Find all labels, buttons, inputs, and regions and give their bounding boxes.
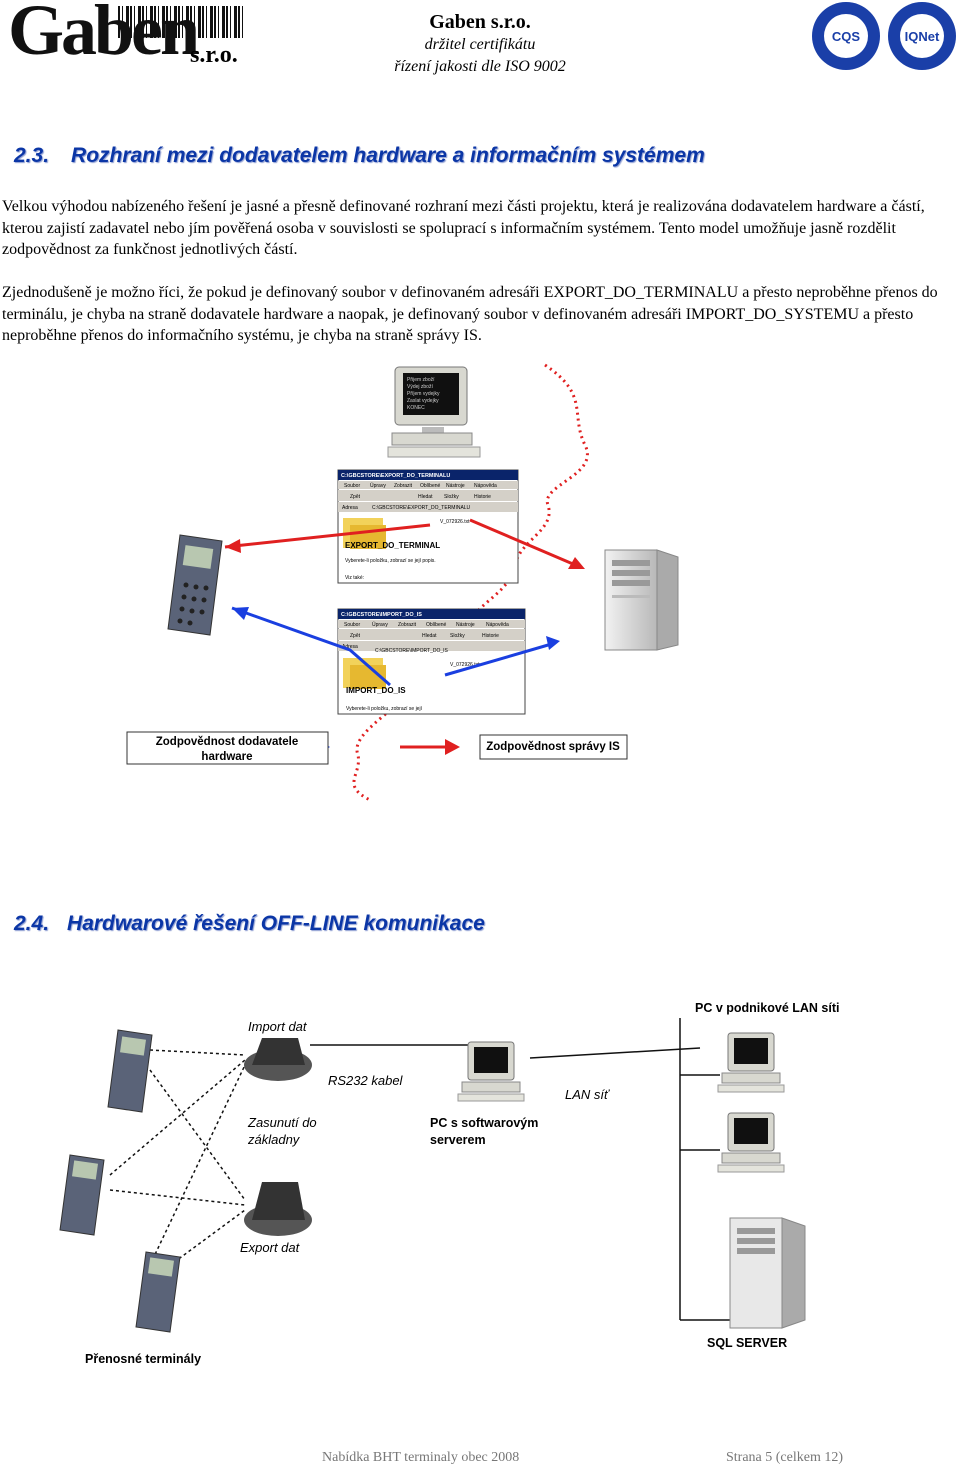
export-folder-label: EXPORT_DO_TERMINAL bbox=[345, 541, 440, 550]
interface-diagram: Přijem zboží Výdej zboží Příjem vydejky … bbox=[126, 363, 679, 802]
menu-item: Soubor bbox=[344, 483, 360, 489]
section-number: 2.3. bbox=[14, 144, 50, 167]
menu-item: Nástroje bbox=[446, 483, 465, 489]
section-title: Hardwarové řešení OFF-LINE komunikace bbox=[67, 912, 485, 935]
iso-line: řízení jakosti dle ISO 9002 bbox=[394, 58, 566, 75]
export-window-title: C:\GBCSTORE\EXPORT_DO_TERMINALU bbox=[341, 473, 450, 479]
import-label: Import dat bbox=[248, 1019, 308, 1034]
toolbar-history: Historie bbox=[474, 494, 491, 500]
toolbar-history: Historie bbox=[482, 633, 499, 639]
hardware-responsibility-line1: Zodpovědnost dodavatele bbox=[156, 736, 299, 748]
file-name: V_072926.txt bbox=[450, 662, 480, 668]
see-also: Viz také: bbox=[345, 575, 364, 581]
logo-suffix: s.r.o. bbox=[190, 42, 238, 68]
menu-item: Soubor bbox=[344, 622, 360, 628]
sql-server-icon bbox=[729, 1217, 806, 1329]
handheld-terminal-icon bbox=[167, 534, 223, 636]
toolbar-folders: Složky bbox=[450, 633, 465, 639]
rs232-label: RS232 kabel bbox=[328, 1073, 404, 1088]
screen-line: Příjem vydejky bbox=[407, 391, 440, 397]
portable-terminal-icon bbox=[107, 1029, 153, 1113]
paragraph-interface: Velkou výhodou nabízeného řešení je jasn… bbox=[2, 198, 925, 258]
lan-pc-label: PC v podnikové LAN síti bbox=[695, 1001, 839, 1015]
desktop-pc-icon bbox=[387, 366, 481, 458]
menu-item: Oblíbené bbox=[426, 622, 447, 628]
footer-left: Nabídka BHT terminaly obec 2008 bbox=[322, 1450, 520, 1465]
arrow-export-to-terminal bbox=[224, 523, 431, 549]
is-responsibility-box bbox=[479, 734, 628, 760]
hardware-responsibility-box bbox=[126, 731, 329, 765]
is-responsibility-label: Zodpovědnost správy IS bbox=[486, 741, 620, 753]
section-heading-2-3: 2.3. Rozhraní mezi dodavatelem hardware a… bbox=[14, 144, 705, 168]
footer-page-number: Strana 5 (celkem 12) bbox=[726, 1450, 844, 1465]
terminals-label: Přenosné terminály bbox=[85, 1352, 201, 1366]
menu-item: Nápověda bbox=[486, 622, 509, 628]
file-name: V_072926.txt bbox=[440, 519, 470, 525]
iqnet-certificate-seal: IQNet bbox=[888, 2, 956, 70]
screen-line: Výdej zboží bbox=[407, 384, 433, 390]
export-label: Export dat bbox=[240, 1240, 301, 1255]
arrow-server-to-export bbox=[469, 518, 581, 569]
server-pc-label-line1: PC s softwarovým bbox=[430, 1116, 538, 1130]
address-label: Adresa bbox=[342, 505, 358, 511]
section-number: 2.4. bbox=[14, 912, 50, 935]
folder-hint: Vyberete-li položku, zobrazí se její bbox=[346, 706, 423, 712]
cradle-label-line1: Zasunutí do bbox=[247, 1115, 317, 1130]
menu-item: Nástroje bbox=[456, 622, 475, 628]
address-value: C:\GBCSTORE\EXPORT_DO_TERMINALU bbox=[372, 505, 471, 511]
network-lines bbox=[310, 1018, 730, 1321]
company-name: Gaben s.r.o. bbox=[429, 11, 531, 33]
hardware-responsibility-line2: hardware bbox=[201, 751, 252, 763]
lan-label: LAN síť bbox=[565, 1087, 610, 1102]
menu-item: Úpravy bbox=[372, 621, 388, 628]
toolbar-folders: Složky bbox=[444, 494, 459, 500]
server-pc-icon bbox=[457, 1041, 525, 1102]
iqnet-seal-text: IQNet bbox=[900, 14, 944, 58]
responsibility-divider-line bbox=[352, 363, 589, 802]
portable-terminal-icon bbox=[135, 1251, 181, 1333]
certificate-holder: držitel certifikátu bbox=[424, 36, 536, 53]
barcode-graphic bbox=[118, 6, 244, 38]
menu-item: Oblíbené bbox=[420, 483, 441, 489]
import-folder-label: IMPORT_DO_IS bbox=[346, 686, 406, 695]
menu-item: Zobrazit bbox=[394, 483, 413, 489]
portable-terminal-icon bbox=[59, 1154, 105, 1236]
paragraph-responsibility: Zjednodušeně je možno říci, že pokud je … bbox=[2, 284, 938, 344]
header-center: Gaben s.r.o. držitel certifikátu řízení … bbox=[360, 10, 600, 78]
company-logo: Gaben s.r.o. bbox=[8, 0, 244, 72]
lan-pc-icon bbox=[717, 1032, 785, 1093]
toolbar-search: Hledat bbox=[418, 494, 433, 500]
offline-communication-diagram: Import dat RS232 kabel Zasunutí do zákla… bbox=[59, 1001, 839, 1366]
section-title: Rozhraní mezi dodavatelem hardware a inf… bbox=[71, 144, 705, 167]
server-tower-icon bbox=[604, 549, 679, 651]
menu-item: Zobrazit bbox=[398, 622, 417, 628]
menu-item: Úpravy bbox=[370, 482, 386, 489]
logo-text: Gaben bbox=[8, 0, 200, 70]
address-label: Adresa bbox=[342, 644, 358, 650]
screen-line: Přijem zboží bbox=[407, 377, 435, 383]
cradle-label-line2: základny bbox=[247, 1132, 301, 1147]
cqs-certificate-seal: CQS bbox=[812, 2, 880, 70]
cradle-icon bbox=[244, 1182, 312, 1236]
section-heading-2-4: 2.4. Hardwarové řešení OFF-LINE komunikac… bbox=[14, 912, 485, 936]
arrow-import-to-server bbox=[444, 641, 556, 677]
address-value: C:\GBCSTORE\IMPORT_DO_IS bbox=[375, 648, 449, 654]
toolbar-search: Hledat bbox=[422, 633, 437, 639]
toolbar-back: Zpět bbox=[350, 633, 361, 639]
server-pc-label-line2: serverem bbox=[430, 1133, 486, 1147]
folder-hint: Vyberete-li položku, zobrazí se její pop… bbox=[345, 558, 436, 564]
cradle-icon bbox=[244, 1038, 312, 1081]
cqs-seal-text: CQS bbox=[824, 14, 868, 58]
arrow-terminal-to-import bbox=[231, 606, 391, 687]
screen-line: KONEC bbox=[407, 405, 425, 411]
data-flow-arrows bbox=[224, 518, 581, 749]
sql-server-label: SQL SERVER bbox=[707, 1336, 787, 1350]
menu-item: Nápověda bbox=[474, 483, 497, 489]
import-window-title: C:\GBCSTORE\IMPORT_DO_IS bbox=[341, 612, 422, 618]
screen-line: Zaslat vydejky bbox=[407, 398, 439, 404]
toolbar-back: Zpět bbox=[350, 494, 361, 500]
lan-pc-icon bbox=[717, 1112, 785, 1173]
